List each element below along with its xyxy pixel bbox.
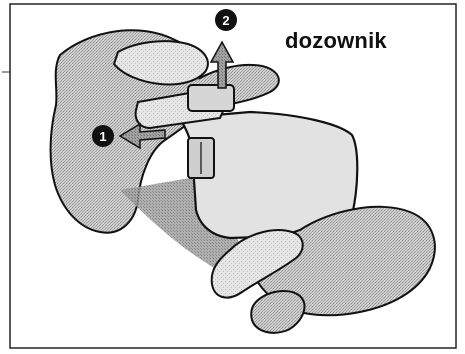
dispenser-label: dozownik	[283, 28, 389, 54]
step-1-marker: 1	[92, 125, 114, 147]
step-1-number: 1	[99, 129, 106, 144]
step-2-number: 2	[222, 13, 229, 28]
lower-knuckle	[251, 291, 304, 333]
step-2-marker: 2	[215, 9, 237, 31]
dispenser-clip	[188, 85, 234, 111]
